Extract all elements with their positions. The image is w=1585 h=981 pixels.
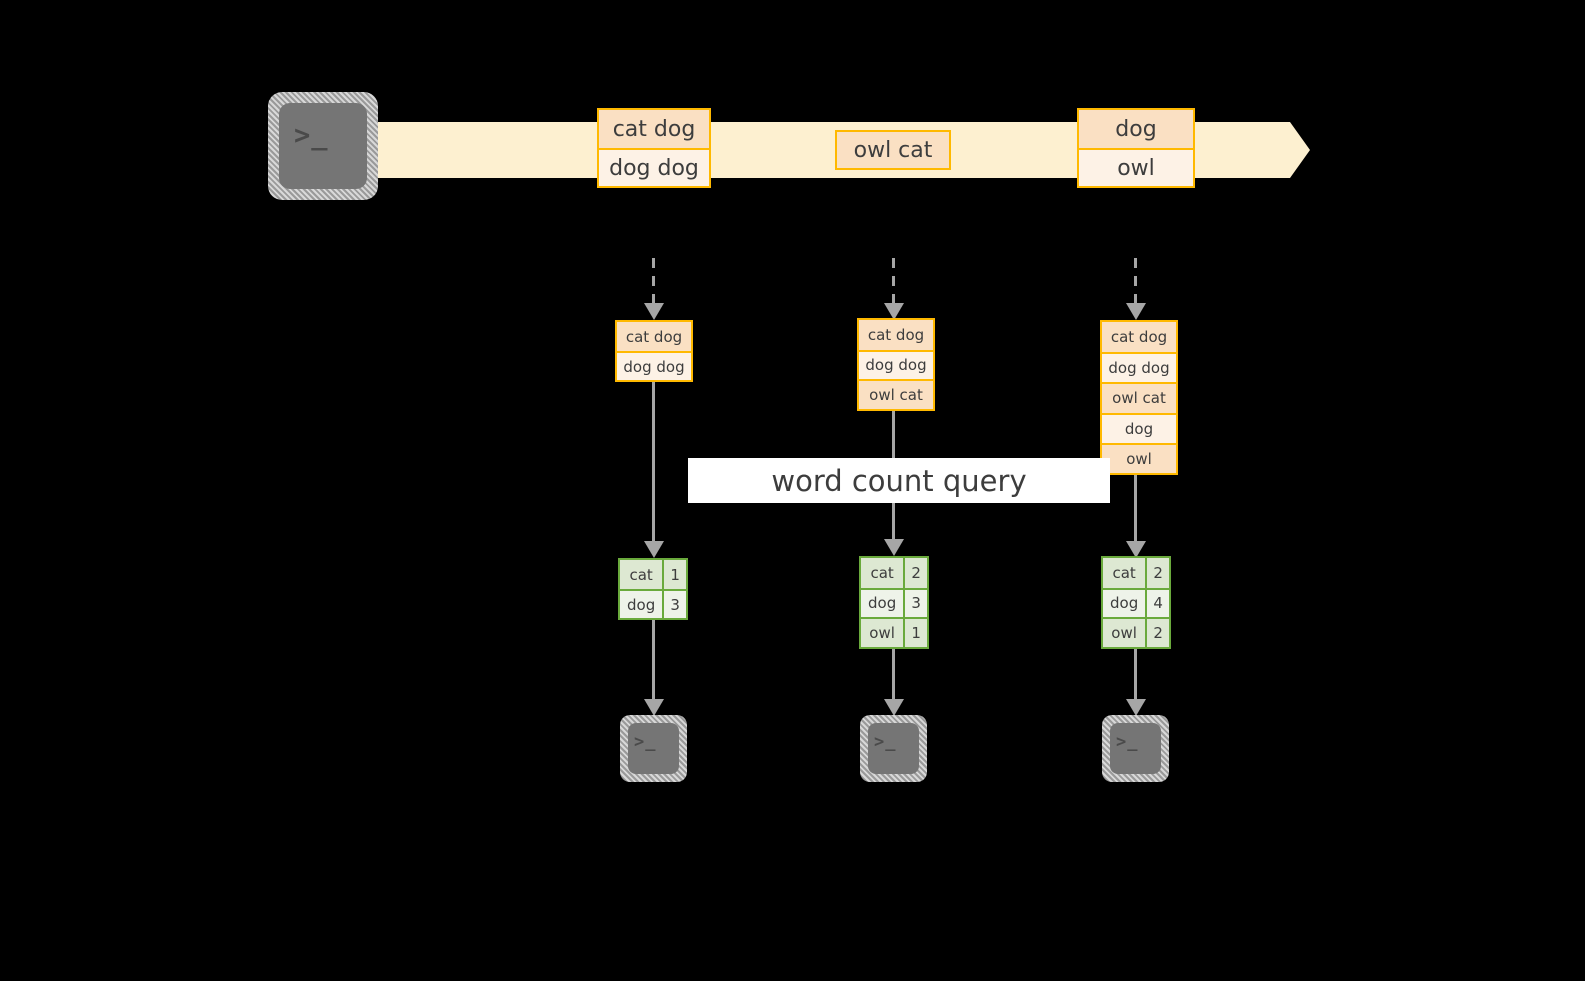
state-stack-3: cat dog dog dog owl cat dog owl	[1100, 320, 1178, 475]
connector-result-to-consumer-2	[884, 649, 904, 716]
result-count: 3	[662, 591, 686, 618]
result-table-1: cat 1 dog 3	[618, 558, 688, 620]
state-message: cat dog	[617, 322, 691, 351]
result-word: cat	[620, 560, 663, 589]
query-label-text: word count query	[771, 463, 1027, 498]
query-label-band: word count query	[688, 458, 1110, 503]
stream-arrow-head	[1290, 122, 1310, 178]
table-row: cat 2	[861, 558, 927, 588]
state-message: cat dog	[1102, 322, 1176, 353]
state-message: dog dog	[617, 351, 691, 380]
result-word: dog	[1103, 589, 1146, 618]
result-count: 3	[903, 589, 927, 618]
connector-state-to-result-3	[1126, 475, 1146, 558]
result-count: 2	[903, 558, 927, 588]
stream-message: owl cat	[837, 132, 949, 168]
connector-stream-to-state-2	[884, 258, 904, 320]
result-table-2: cat 2 dog 3 owl 1	[859, 556, 929, 649]
table-row: dog 4	[1103, 587, 1169, 618]
table-row: owl 2	[1103, 617, 1169, 647]
consumer-terminal-1[interactable]: >_	[620, 715, 687, 782]
state-stack-1: cat dog dog dog	[615, 320, 693, 382]
consumer-terminal-3[interactable]: >_	[1102, 715, 1169, 782]
state-message: owl cat	[1102, 382, 1176, 413]
terminal-face	[868, 723, 919, 774]
state-message: owl	[1102, 442, 1176, 473]
terminal-face	[279, 103, 367, 189]
connector-state-to-result-1	[644, 382, 664, 558]
terminal-prompt-glyph: >_	[1116, 732, 1139, 752]
result-count: 1	[903, 619, 927, 647]
stream-message: dog	[1079, 110, 1193, 148]
result-word: cat	[1103, 558, 1146, 588]
stream-message: owl	[1079, 148, 1193, 186]
stream-message-group-1: cat dog dog dog	[597, 108, 711, 188]
terminal-face	[1110, 723, 1161, 774]
state-message: dog dog	[859, 349, 933, 380]
result-word: dog	[620, 591, 663, 618]
table-row: cat 1	[620, 560, 686, 589]
result-word: owl	[1103, 619, 1146, 647]
result-word: owl	[861, 619, 904, 647]
state-message: cat dog	[859, 320, 933, 350]
connector-stream-to-state-3	[1126, 258, 1146, 320]
consumer-terminal-2[interactable]: >_	[860, 715, 927, 782]
stream-message-group-2: owl cat	[835, 130, 951, 170]
table-row: dog 3	[620, 589, 686, 618]
result-word: dog	[861, 589, 904, 618]
table-row: cat 2	[1103, 558, 1169, 588]
stream-message: cat dog	[599, 110, 709, 148]
table-row: dog 3	[861, 587, 927, 618]
state-message: dog	[1102, 412, 1176, 443]
connector-stream-to-state-1	[644, 258, 664, 320]
producer-terminal[interactable]: >_	[268, 92, 378, 200]
terminal-prompt-glyph: >_	[634, 732, 657, 752]
connector-result-to-consumer-1	[644, 620, 664, 716]
state-stack-2: cat dog dog dog owl cat	[857, 318, 935, 411]
result-count: 2	[1145, 619, 1169, 647]
result-count: 2	[1145, 558, 1169, 588]
stream-message-group-3: dog owl	[1077, 108, 1195, 188]
terminal-face	[628, 723, 679, 774]
table-row: owl 1	[861, 617, 927, 647]
result-count: 1	[662, 560, 686, 589]
stream-message: dog dog	[599, 148, 709, 186]
connector-result-to-consumer-3	[1126, 649, 1146, 716]
state-message: owl cat	[859, 379, 933, 409]
result-word: cat	[861, 558, 904, 588]
result-table-3: cat 2 dog 4 owl 2	[1101, 556, 1171, 649]
terminal-prompt-glyph: >_	[874, 732, 897, 752]
result-count: 4	[1145, 589, 1169, 618]
state-message: dog dog	[1102, 352, 1176, 383]
terminal-prompt-glyph: >_	[294, 120, 329, 151]
